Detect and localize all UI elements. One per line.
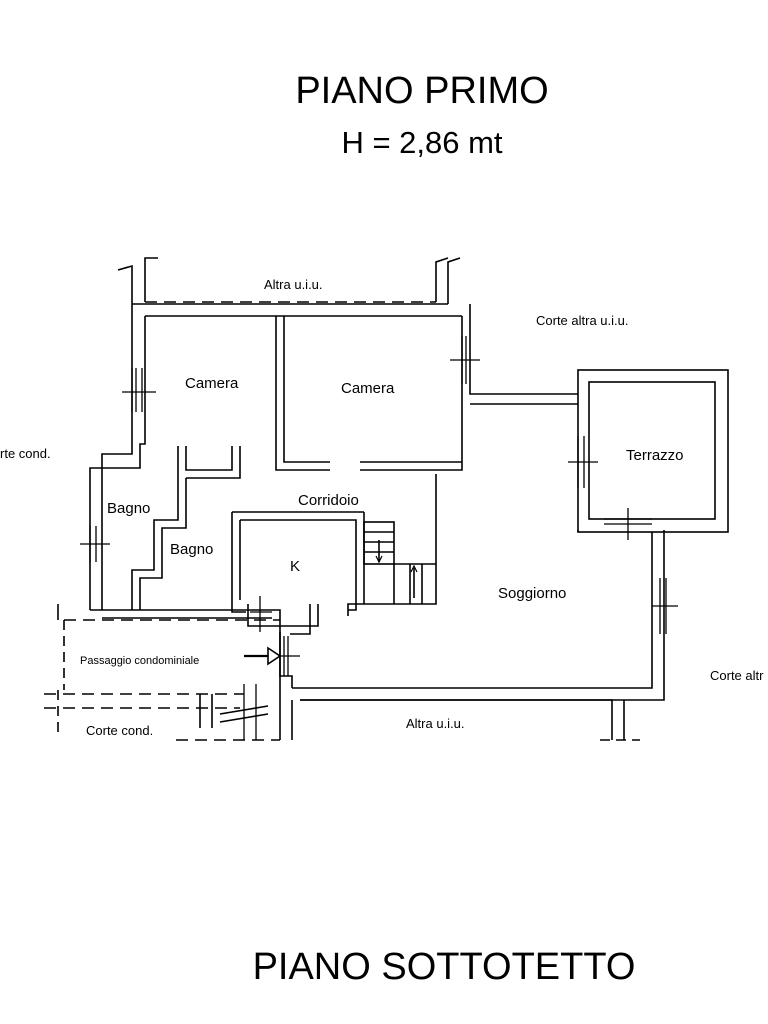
label-corridoio: Corridoio — [298, 492, 359, 509]
label-corte-cond-left: rte cond. — [0, 446, 51, 461]
label-corte-altra-right: Corte altr — [710, 668, 764, 683]
label-camera-2: Camera — [341, 380, 395, 397]
label-passaggio: Passaggio condominiale — [80, 655, 199, 667]
label-altra-uiu-bottom: Altra u.i.u. — [406, 716, 465, 731]
floor-title: PIANO PRIMO — [295, 70, 549, 112]
label-soggiorno: Soggiorno — [498, 585, 566, 602]
label-camera-1: Camera — [185, 375, 239, 392]
label-bagno-2: Bagno — [170, 541, 213, 558]
label-k: K — [290, 558, 300, 575]
label-corte-cond-bottom: Corte cond. — [86, 723, 153, 738]
label-bagno-1: Bagno — [107, 500, 150, 517]
ceiling-height: H = 2,86 mt — [341, 125, 503, 160]
walls — [44, 257, 729, 741]
label-altra-uiu-top: Altra u.i.u. — [264, 277, 323, 292]
label-corte-altra-uiu-top: Corte altra u.i.u. — [536, 313, 629, 328]
attic-title: PIANO SOTTOTETTO — [252, 946, 636, 988]
window-marks — [80, 336, 678, 740]
label-terrazzo: Terrazzo — [626, 447, 684, 464]
